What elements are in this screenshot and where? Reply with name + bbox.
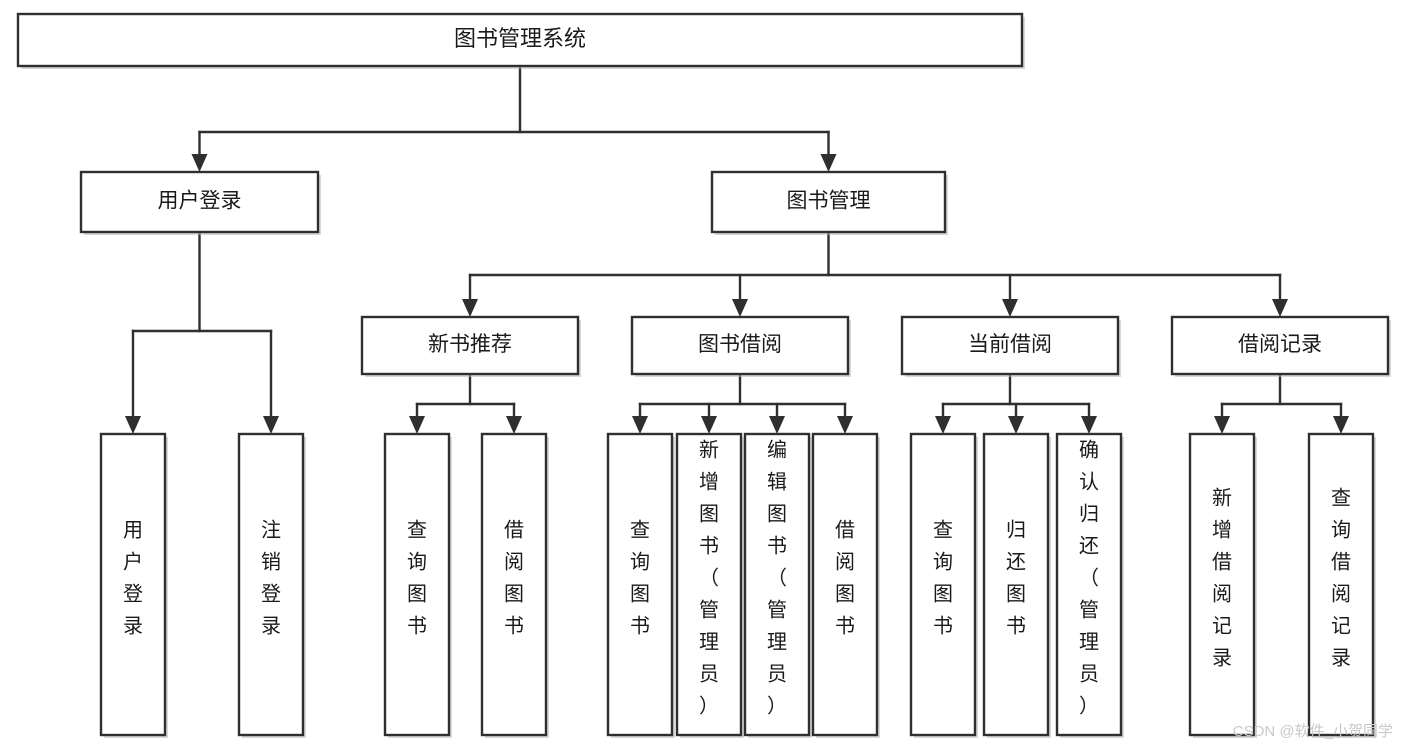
node-label: 借阅图书 [504,519,524,638]
arrow-head-icon [1214,416,1230,434]
node-user-login[interactable]: 用户登录 [79,170,321,235]
node-leaf-borrow-book-recommend[interactable]: 借阅图书 [480,432,549,738]
connector-group-current-borrow [935,372,1097,434]
node-label: 查询图书 [630,519,650,638]
node-label: 查询图书 [407,519,427,638]
arrow-head-icon [820,154,837,172]
node-book-management[interactable]: 图书管理 [710,170,948,235]
arrow-head-icon [701,416,717,434]
connector-group-root [191,64,837,172]
node-root[interactable]: 图书管理系统 [16,12,1025,69]
node-label: 图书借阅 [698,333,782,356]
arrow-head-icon [1333,416,1349,434]
node-leaf-query-book-current[interactable]: 查询图书 [909,432,978,738]
connector-group-user-login [125,230,279,434]
node-label: 查询图书 [933,519,953,638]
arrow-head-icon [506,416,522,434]
node-label: 注销登录 [261,519,281,638]
node-leaf-add-borrow-record[interactable]: 新增借阅记录 [1188,432,1257,738]
arrow-head-icon [409,416,425,434]
node-label: 借阅记录 [1238,333,1322,356]
node-label: 用户登录 [123,520,143,638]
node-label: 图书管理系统 [454,26,586,51]
arrow-head-icon [1272,299,1288,317]
node-current-borrow[interactable]: 当前借阅 [900,315,1121,377]
node-borrow-record[interactable]: 借阅记录 [1170,315,1391,377]
arrow-head-icon [1002,299,1018,317]
node-leaf-confirm-return[interactable]: 确认归还（管理员） [1055,432,1124,738]
arrow-head-icon [732,299,748,317]
node-label: 当前借阅 [968,333,1052,356]
arrow-head-icon [263,416,279,434]
arrow-head-icon [769,416,785,434]
node-leaf-edit-book[interactable]: 编辑图书（管理员） [743,432,812,738]
arrow-head-icon [1008,416,1024,434]
node-new-book-recommend[interactable]: 新书推荐 [360,315,581,377]
connectors-layer [125,64,1349,434]
node-label: 新增图书（管理员） [699,439,719,718]
node-leaf-query-borrow-record[interactable]: 查询借阅记录 [1307,432,1376,738]
arrow-head-icon [462,299,478,317]
node-label: 图书管理 [787,190,871,213]
node-label: 新书推荐 [428,333,512,356]
node-label: 编辑图书（管理员） [767,439,787,718]
arrow-head-icon [837,416,853,434]
node-leaf-logout[interactable]: 注销登录 [237,432,306,738]
node-label: 归还图书 [1006,519,1026,638]
connector-group-borrow-record [1214,372,1349,434]
node-leaf-add-book[interactable]: 新增图书（管理员） [675,432,744,738]
node-leaf-user-login[interactable]: 用户登录 [99,432,168,738]
node-label: 确认归还（管理员） [1079,439,1099,718]
arrow-head-icon [935,416,951,434]
node-leaf-query-book-recommend[interactable]: 查询图书 [383,432,452,738]
arrow-head-icon [632,416,648,434]
csdn-watermark: CSDN @软件_小贺同学 [1232,723,1393,740]
arrow-head-icon [1081,416,1097,434]
arrow-head-icon [191,154,208,172]
node-leaf-query-book-borrow[interactable]: 查询图书 [606,432,675,738]
node-leaf-borrow-book[interactable]: 借阅图书 [811,432,880,738]
arrow-head-icon [125,416,141,434]
nodes-layer: 图书管理系统用户登录图书管理新书推荐图书借阅当前借阅借阅记录用户登录注销登录查询… [16,12,1391,738]
connector-group-new-book-recommend [409,372,522,434]
node-label: 新增借阅记录 [1212,487,1232,670]
node-label: 查询借阅记录 [1331,487,1351,670]
node-leaf-return-book[interactable]: 归还图书 [982,432,1051,738]
node-label: 借阅图书 [835,519,855,638]
node-book-borrow[interactable]: 图书借阅 [630,315,851,377]
connector-group-book-management [462,230,1288,317]
node-label: 用户登录 [158,190,242,213]
connector-group-book-borrow [632,372,853,434]
